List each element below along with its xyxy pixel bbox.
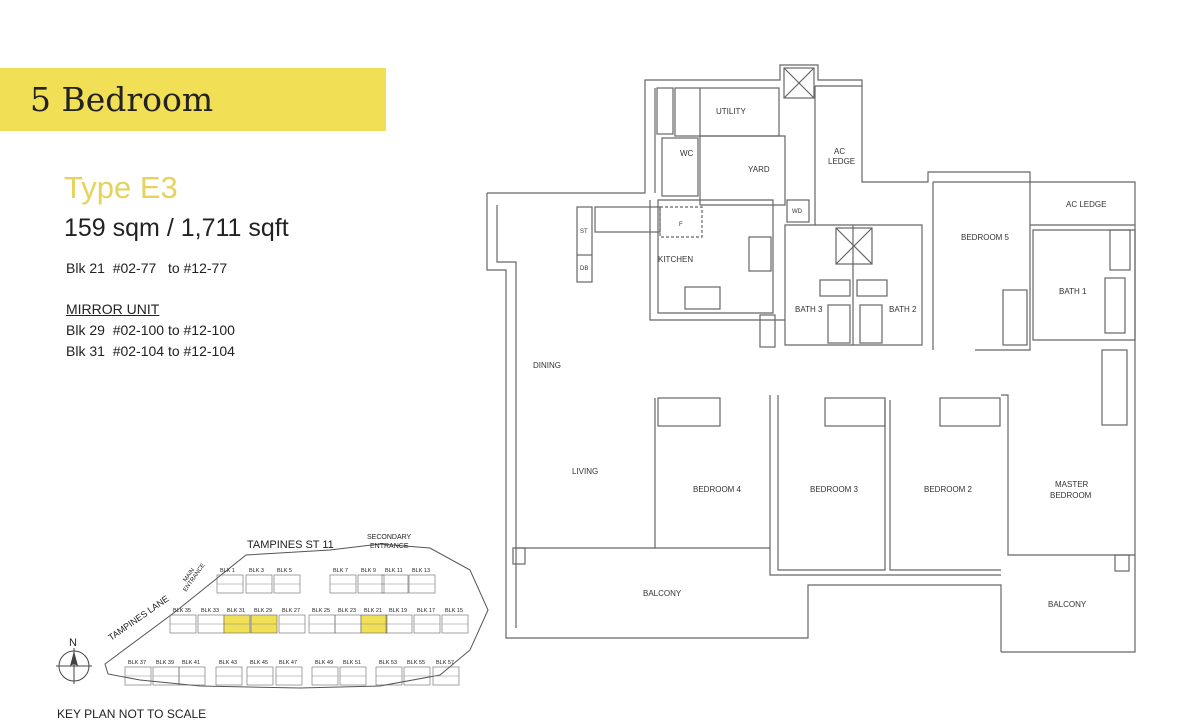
site-boundary bbox=[104, 543, 489, 689]
block-label: BLK 31 bbox=[227, 608, 245, 614]
room-bedroom4: BEDROOM 4 bbox=[693, 485, 742, 494]
room-master-2: BEDROOM bbox=[1050, 491, 1092, 500]
block-label: BLK 39 bbox=[156, 660, 174, 666]
block-label: BLK 15 bbox=[445, 608, 463, 614]
room-bath1: BATH 1 bbox=[1059, 287, 1087, 296]
room-utility: UTILITY bbox=[716, 107, 746, 116]
block-label: BLK 55 bbox=[407, 660, 425, 666]
block-label: BLK 7 bbox=[333, 568, 348, 574]
label-f: F bbox=[679, 222, 683, 228]
block-label: BLK 17 bbox=[417, 608, 435, 614]
block-label: BLK 51 bbox=[343, 660, 361, 666]
secondary-entrance-label-2: ENTRANCE bbox=[370, 543, 409, 550]
room-kitchen: KITCHEN bbox=[658, 255, 693, 264]
block-label: BLK 3 bbox=[249, 568, 264, 574]
room-bath2: BATH 2 bbox=[889, 305, 917, 314]
block-label: BLK 13 bbox=[412, 568, 430, 574]
room-bedroom5: BEDROOM 5 bbox=[961, 233, 1010, 242]
key-plan-note: KEY PLAN NOT TO SCALE bbox=[57, 707, 207, 721]
block-label: BLK 35 bbox=[173, 608, 191, 614]
unit-blk21: Blk 21 #02-77 to #12-77 bbox=[66, 260, 228, 276]
street-label: TAMPINES ST 11 bbox=[247, 539, 334, 551]
label-wd: WD bbox=[792, 209, 803, 215]
page-title: 5 Bedroom bbox=[30, 80, 214, 119]
block-label: BLK 53 bbox=[379, 660, 397, 666]
secondary-entrance-label: SECONDARY bbox=[367, 534, 412, 541]
block-label: BLK 49 bbox=[315, 660, 333, 666]
block-label: BLK 45 bbox=[250, 660, 268, 666]
block-groups: BLK 1 BLK 3 BLK 5 BLK 7 BLK 9 BLK 11 BLK 13 BLK… bbox=[124, 568, 469, 686]
block-label: BLK 21 bbox=[364, 608, 382, 614]
room-bedroom2: BEDROOM 2 bbox=[924, 485, 973, 494]
room-balcony-master: BALCONY bbox=[1048, 600, 1087, 609]
room-living: LIVING bbox=[572, 467, 598, 476]
block-label: BLK 25 bbox=[312, 608, 330, 614]
block-label: BLK 19 bbox=[389, 608, 407, 614]
room-master-1: MASTER bbox=[1055, 480, 1089, 489]
ac-ledge-top-1: AC bbox=[834, 147, 845, 156]
unit-area: 159 sqm / 1,711 sqft bbox=[64, 214, 289, 242]
block-label: BLK 9 bbox=[361, 568, 376, 574]
room-bath3: BATH 3 bbox=[795, 305, 823, 314]
block-label: BLK 33 bbox=[201, 608, 219, 614]
block-label: BLK 37 bbox=[128, 660, 146, 666]
block-label: BLK 5 bbox=[277, 568, 292, 574]
block-label: BLK 29 bbox=[254, 608, 272, 614]
ac-ledge-top-2: LEDGE bbox=[828, 157, 855, 166]
title-banner: 5 Bedroom bbox=[0, 68, 386, 131]
room-yard: YARD bbox=[748, 165, 770, 174]
mirror-unit-heading: MIRROR UNIT bbox=[66, 301, 160, 317]
block-label: BLK 43 bbox=[219, 660, 237, 666]
lane-label: TAMPINES LANE bbox=[106, 594, 170, 643]
floor-plan: UTILITY WC YARD AC LEDGE AC LEDGE ST DB … bbox=[486, 64, 1136, 653]
room-wc: WC bbox=[680, 149, 694, 158]
block-label: BLK 57 bbox=[436, 660, 454, 666]
block-label: BLK 1 bbox=[220, 568, 235, 574]
unit-type: Type E3 bbox=[64, 170, 178, 205]
block-label: BLK 23 bbox=[338, 608, 356, 614]
room-dining: DINING bbox=[533, 361, 561, 370]
unit-blk29: Blk 29 #02-100 to #12-100 bbox=[66, 322, 235, 338]
ac-ledge-right: AC LEDGE bbox=[1066, 200, 1106, 209]
label-db: DB bbox=[580, 266, 588, 272]
block-label: BLK 47 bbox=[279, 660, 297, 666]
key-plan: TAMPINES ST 11 SECONDARY ENTRANCE TAMPIN… bbox=[56, 534, 489, 689]
label-st: ST bbox=[580, 229, 588, 235]
block-label: BLK 27 bbox=[282, 608, 300, 614]
room-bedroom3: BEDROOM 3 bbox=[810, 485, 859, 494]
block-label: BLK 41 bbox=[182, 660, 200, 666]
unit-blk31: Blk 31 #02-104 to #12-104 bbox=[66, 343, 235, 359]
block-label: BLK 11 bbox=[385, 568, 403, 574]
room-balcony-main: BALCONY bbox=[643, 589, 682, 598]
north-label: N bbox=[69, 637, 77, 649]
